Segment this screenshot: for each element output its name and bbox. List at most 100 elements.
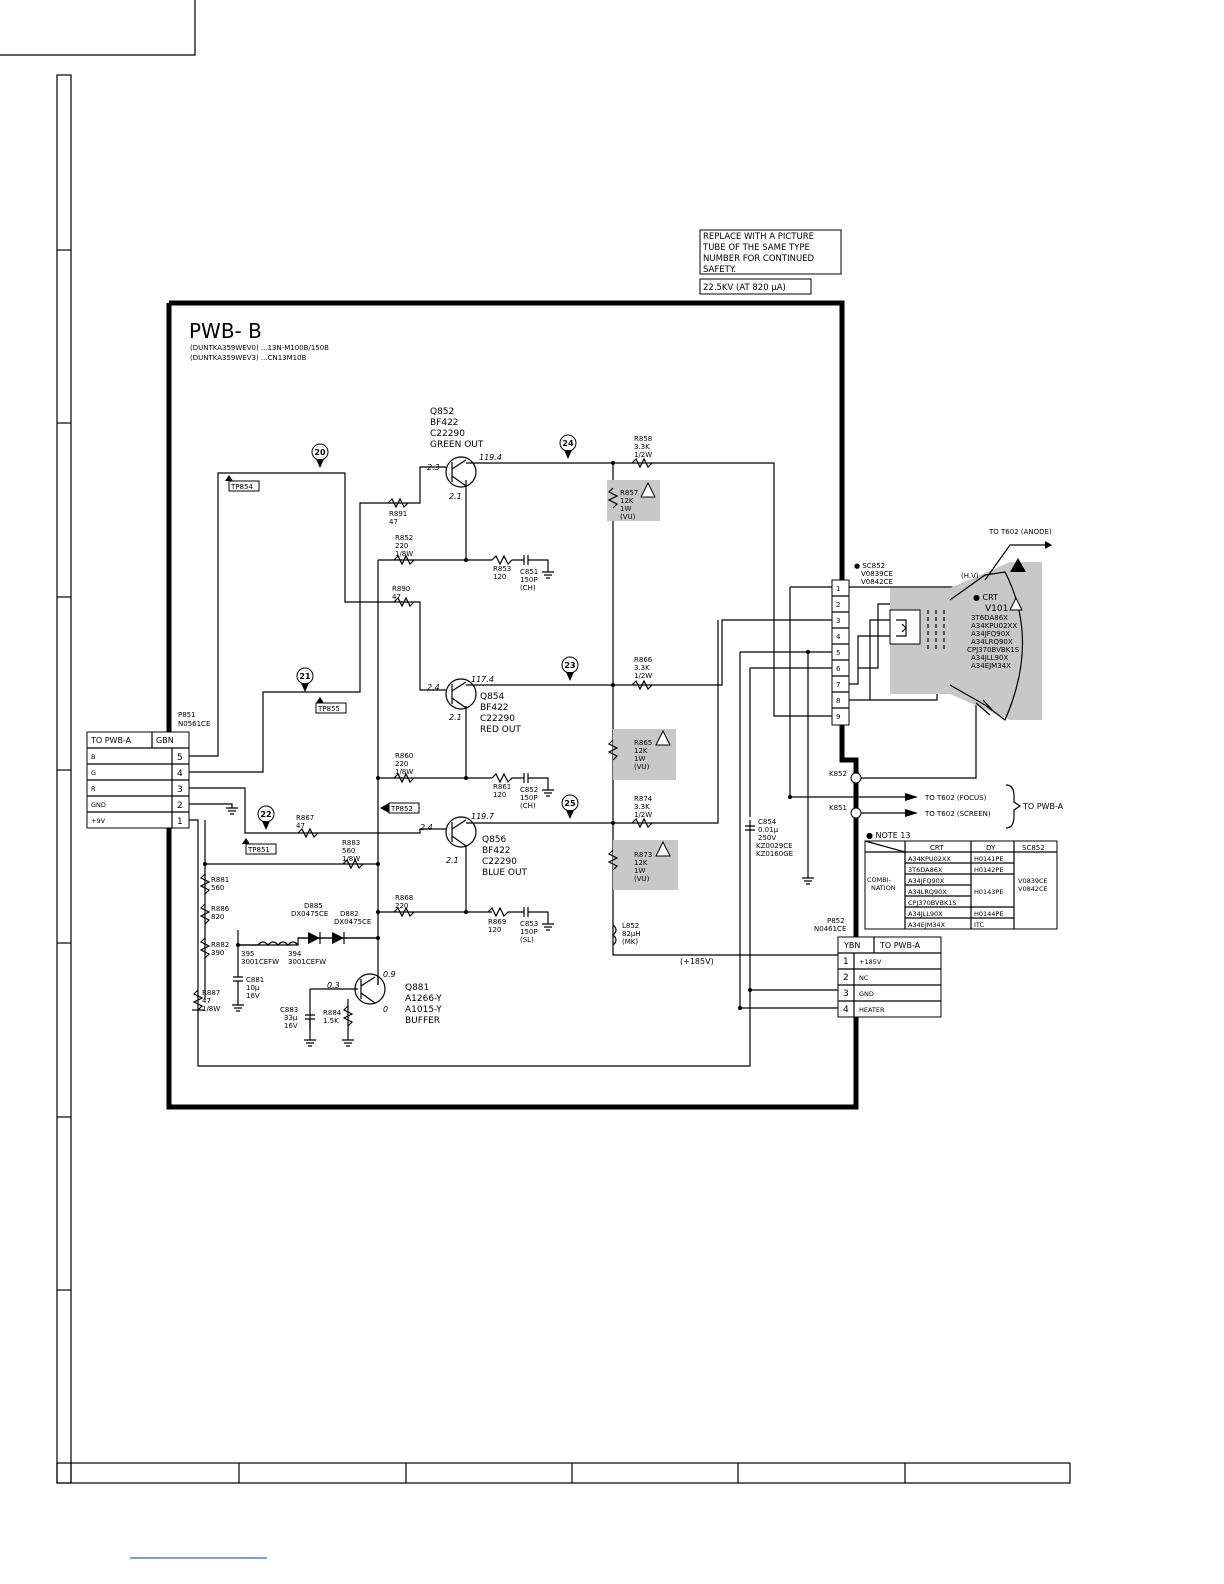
ybn-row-pin: 4 [843,1005,849,1015]
tp851-label: TP851 [247,846,270,854]
c853-type: (SL) [520,936,534,944]
l852-type: (MK) [622,938,638,946]
resistor-r873: R873 12K 1W (VU) [607,840,678,890]
r858-rating: 1/2W [634,451,652,459]
c854-ref: C854 [758,818,777,826]
crt-model: CPJ370BVBK1S [967,646,1020,654]
socket-pin: 4 [836,633,841,641]
note13-crt: A34LRQ90X [908,888,947,896]
r882-value: 390 [211,949,224,957]
q852-ve: 2.1 [449,492,462,501]
p851-part: N0561CE [178,720,210,728]
gbn-row-pin: 5 [177,753,183,763]
c852-ref: C852 [520,786,538,794]
note13-dy: H0144PE [974,910,1003,918]
marker-20-label: 20 [314,448,326,457]
c881-ref: C881 [246,976,264,984]
r852-rating: 1/8W [395,550,413,558]
note13-sc852: V0839CE [1018,877,1048,885]
q856-ve: 2.1 [446,856,459,865]
c854-part-2: KZ0160GE [756,850,793,858]
q856-line-3: C22290 [482,857,517,867]
junction-dots [203,461,810,1010]
diodes [238,924,617,946]
test-point-tp852: TP852 [380,802,420,814]
ybn-row-label: GND [859,990,874,998]
note13-side-label: COMBI- [867,876,892,884]
ybn-row-label: HEATER [859,1006,885,1014]
crt-label: ● CRT [973,593,998,602]
r873-line-2: 12K [634,859,648,867]
marker-24-label: 24 [562,439,574,448]
socket-pin: 2 [836,601,840,609]
safety-line-1: REPLACE WITH A PICTURE [703,232,814,242]
r891-ref: R891 [389,510,407,518]
c851-value: 150P [520,576,538,584]
crt-model: A34EJM34X [971,662,1011,670]
r861-ref: R861 [493,783,511,791]
r857-line-1: R857 [620,489,638,497]
d882-part: DX0475CE [334,918,371,926]
r890-value: 47 [392,593,401,601]
connector-ybn: YBN TO PWB-A 1 +185V 2 NC 3 GND 4 HEATER [837,936,942,1018]
note13-crt: A34EJM34X [908,921,946,929]
r881-value: 560 [211,884,224,892]
r883-rating: 1/8W [342,855,360,863]
q852-line-4: GREEN OUT [430,440,484,450]
crt-model: A34JLL90X [971,654,1008,662]
q856-vc: 119.7 [471,812,495,821]
marker-22: 22 [257,805,275,830]
c883-ref: C883 [280,1006,298,1014]
note13-crt: A34JLL90X [908,910,943,918]
r852-value: 220 [395,542,408,550]
note13-side-label: NATION [871,884,896,892]
board-subtitle-2: (DUNTKA359WEV3) ...CN13M10B [190,354,307,362]
note13-dy: H0141PE [974,855,1003,863]
note13-dy: ITC [974,921,985,929]
ybn-row-pin: 2 [843,973,849,983]
gbn-header-left: TO PWB-A [90,736,132,745]
marker-25-label: 25 [564,799,576,808]
k852-label: K852 [829,770,847,778]
socket-pin: 3 [836,617,840,625]
l852-ref: L852 [622,922,639,930]
l852-value: 82µH [622,930,641,938]
transistor-q856: Q856 BF422 C22290 BLUE OUT 2.4 2.1 119.7 [420,812,528,878]
note13-crt: CPJ370BVBK1S [908,899,956,907]
r857-line-2: 12K [620,497,634,505]
gbn-row-label: G [91,769,96,777]
sc852-ref: ● SC852 [854,562,885,570]
q856-line-1: Q856 [482,835,507,845]
ybn-row-label: NC [859,974,869,982]
r865-line-2: 12K [634,747,648,755]
q881-ve: 0.9 [383,970,396,979]
marker-22-label: 22 [260,810,271,819]
tp854-label: TP854 [230,483,253,491]
ybn-header-left: YBN [843,941,860,950]
r860-rating: 1/8W [395,768,413,776]
r884-value: 1.5K [323,1017,339,1025]
q852-line-3: C22290 [430,429,465,439]
marker-21: 21 [296,667,314,692]
note13-header: CRT [930,844,944,852]
screen-label: TO T602 (SCREEN) [924,810,991,818]
hv-rating: 22.5KV (AT 820 µA) [703,283,786,293]
capacitors [233,555,755,1030]
d885-ref: D885 [304,902,323,910]
transistor-q852: Q852 BF422 C22290 GREEN OUT 2.3 2.1 119.… [427,407,502,501]
outputs: TO T602 (FOCUS) TO T602 (SCREEN) TO PWB-… [905,784,1064,829]
q881-line-1: Q881 [405,983,429,993]
note13-header: DY [986,844,996,852]
crt-ref: V101 [985,604,1008,614]
c852-type: (CH) [520,802,536,810]
r873-line-3: 1W [634,867,645,875]
q854-line-3: C22290 [480,714,515,724]
c883-rating: 16V [284,1022,298,1030]
c854-rating: 250V [758,834,776,842]
c881-value: 10µ [246,984,260,992]
k851-label: K851 [829,804,847,812]
q881-vb: 0.3 [327,981,340,990]
q854-line-4: RED OUT [480,725,521,735]
r887-ref: R887 [202,989,220,997]
